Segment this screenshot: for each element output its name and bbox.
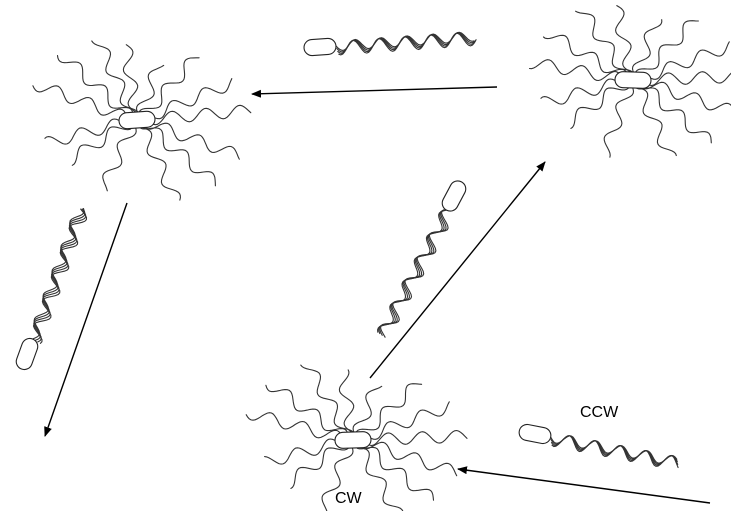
ccw-label: CCW xyxy=(580,404,619,421)
flagellum-bundle-line xyxy=(379,209,447,336)
flagellum-line xyxy=(360,401,450,440)
arrow-bottom-to-top-right xyxy=(369,161,546,379)
flagellum-line xyxy=(138,125,181,201)
tumbler-top-right xyxy=(528,5,731,158)
flagellum-line xyxy=(542,34,628,74)
swimming-bacterium-icon xyxy=(303,37,337,57)
flagellum-line xyxy=(71,126,133,166)
swimming-bacterium-icon xyxy=(15,337,39,371)
tumbling-bacterium-icon xyxy=(614,71,652,89)
tumbling-bacterium-icon xyxy=(118,110,156,130)
flagellum-line xyxy=(290,447,349,489)
tumbler-top-left xyxy=(32,40,252,201)
flagellum-line xyxy=(146,104,252,126)
flagellum-line xyxy=(56,54,134,114)
cw-label: CW xyxy=(335,490,363,507)
flagellum-line xyxy=(264,438,346,465)
flagellum-line xyxy=(355,445,404,511)
flagellum-line xyxy=(636,87,712,144)
flagellum-line xyxy=(300,364,354,433)
flagellum-bundle-line xyxy=(33,208,86,341)
arrows-group xyxy=(44,86,711,504)
flagellum-bundle-line xyxy=(377,209,448,333)
flagellum-line xyxy=(140,127,216,187)
arrow-top-left-down xyxy=(44,202,128,437)
flagellum-line xyxy=(356,446,435,501)
flagellum-line xyxy=(352,385,383,434)
flagellum-line xyxy=(575,10,633,73)
flagellum-line xyxy=(640,81,731,111)
flagellum-line xyxy=(245,412,344,439)
flagellum-bundle-line xyxy=(33,208,87,343)
flagellum-line xyxy=(540,78,626,105)
flagellum-bundle-line xyxy=(378,209,447,335)
swimming-bacteria-group xyxy=(15,31,679,469)
flagellum-bundle-line xyxy=(551,435,679,469)
flagellum-bundle-line xyxy=(32,208,88,344)
swimming-bacterium-icon xyxy=(441,180,467,212)
flagellum-bundle-line xyxy=(550,435,679,466)
flagellum-line xyxy=(102,126,137,192)
flagellum-line xyxy=(642,71,731,87)
arrow-bottom-right-to-bottom xyxy=(457,466,711,504)
flagellum-line xyxy=(360,441,458,477)
swimming-bacterium-icon xyxy=(518,423,552,445)
swimmer-top xyxy=(303,31,477,57)
flagellum-line xyxy=(265,384,349,434)
tumbling-bacteria-group xyxy=(32,5,731,511)
flagellum-line xyxy=(615,5,634,75)
flagellum-line xyxy=(138,57,200,113)
flagellum-line xyxy=(91,40,139,113)
arrow-right-to-top-left xyxy=(251,86,498,98)
flagellum-line xyxy=(634,85,677,157)
swimmer-bottom-right xyxy=(518,423,679,469)
swimmer-left xyxy=(15,207,88,371)
flagellum-line xyxy=(570,87,629,129)
flagellum-line xyxy=(135,64,165,115)
flagellum-bundle-line xyxy=(338,32,477,56)
flagellum-line xyxy=(143,78,233,120)
flagellum-line xyxy=(362,429,468,447)
tumbling-bacterium-icon xyxy=(334,431,372,449)
flagellum-line xyxy=(321,446,354,511)
flagellum-line xyxy=(338,369,355,435)
flagellum-line xyxy=(122,44,139,115)
flagellum-line xyxy=(640,41,730,80)
flagellum-line xyxy=(528,59,624,82)
flagellum-line xyxy=(144,122,240,160)
tumbler-bottom xyxy=(245,364,468,511)
flagellum-line xyxy=(635,20,699,73)
flagellum-line xyxy=(44,118,130,145)
swimmer-middle xyxy=(377,180,467,338)
flagellum-bundle-line xyxy=(380,209,449,338)
flagellum-line xyxy=(32,85,129,119)
flagellum-line xyxy=(631,19,663,75)
flagellum-line xyxy=(603,86,635,158)
flagellum-line xyxy=(355,383,423,433)
